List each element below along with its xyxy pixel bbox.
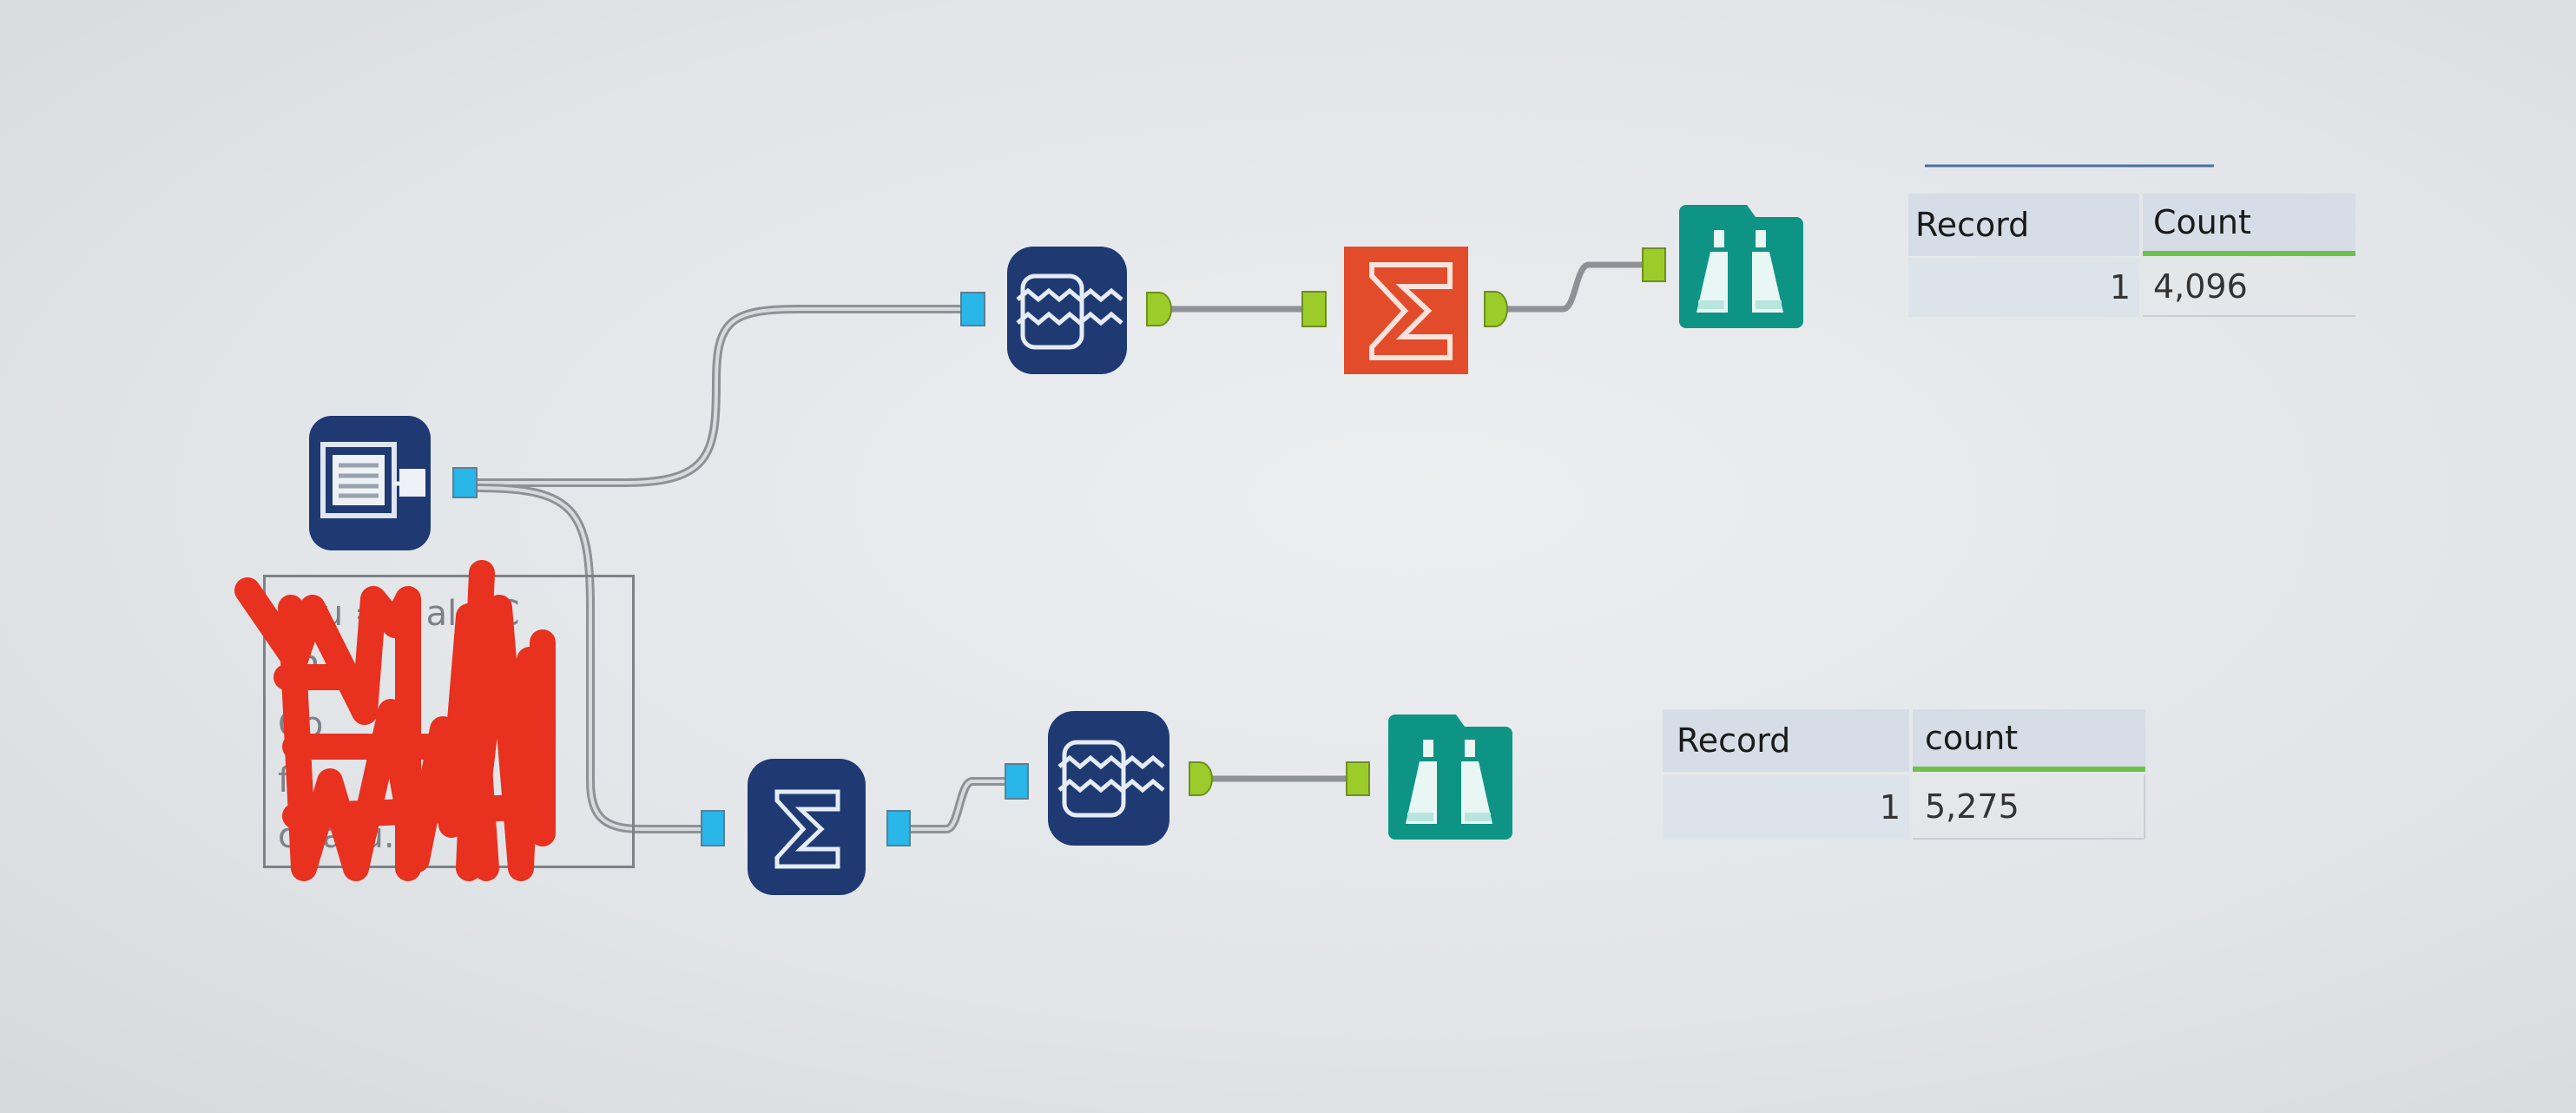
top-stream-output-anchor[interactable] — [1146, 292, 1172, 326]
summarize-indb-bottom-tool[interactable] — [748, 759, 866, 895]
connection-input-to-bottom-summarize[interactable] — [472, 484, 706, 833]
binoculars-icon — [1696, 230, 1783, 313]
data-stream-icon — [1057, 740, 1165, 818]
input-data-tool[interactable] — [309, 416, 431, 550]
connection-bottom-summarize-to-stream[interactable] — [906, 777, 1010, 833]
results-table-top: Record Count 1 4,096 — [1908, 194, 2355, 319]
bottom-summarize-output-anchor[interactable] — [886, 810, 911, 846]
count-value-cell: 5,275 — [1913, 775, 2145, 840]
top-stream-input-anchor[interactable] — [960, 292, 985, 326]
annotation-line: Co — [278, 705, 324, 745]
column-header-count[interactable]: count — [1913, 709, 2145, 772]
column-header-count[interactable]: Count — [2143, 194, 2355, 256]
results-table-bottom: Record count 1 5,275 — [1663, 709, 2145, 841]
column-header-record[interactable]: Record — [1908, 194, 2139, 256]
tool-annotation[interactable]: Sou =in ala_C LP Co f c rasu... — [263, 575, 635, 868]
sigma-icon — [774, 789, 840, 869]
record-number-cell: 1 — [1663, 775, 1909, 840]
input-data-icon — [320, 442, 425, 518]
data-stream-out-bottom-tool[interactable] — [1048, 711, 1169, 846]
data-stream-icon — [1016, 273, 1123, 350]
summarize-top-tool[interactable] — [1344, 247, 1468, 374]
annotation-line: f — [278, 761, 291, 800]
binoculars-icon — [1406, 740, 1492, 824]
input-data-output-anchor[interactable] — [452, 467, 478, 498]
bottom-browse-input-anchor[interactable] — [1346, 761, 1370, 796]
browse-bottom-tool[interactable] — [1388, 715, 1512, 840]
data-stream-out-top-tool[interactable] — [1007, 247, 1127, 374]
bottom-summarize-input-anchor[interactable] — [701, 810, 725, 846]
annotation-line: Sou =in ala_C — [278, 594, 520, 634]
sigma-icon — [1369, 262, 1453, 360]
browse-top-tool[interactable] — [1679, 205, 1803, 328]
annotation-line: LP — [278, 649, 319, 689]
bottom-stream-output-anchor[interactable] — [1189, 761, 1213, 796]
top-summarize-output-anchor[interactable] — [1484, 291, 1508, 327]
top-browse-input-anchor[interactable] — [1642, 247, 1666, 282]
connection-input-to-top-stream[interactable] — [472, 305, 967, 487]
record-number-cell: 1 — [1908, 258, 2139, 317]
bottom-stream-input-anchor[interactable] — [1005, 763, 1029, 800]
annotation-line: c rasu... — [278, 816, 417, 856]
connection-summarize-to-browse-top[interactable] — [1505, 261, 1646, 313]
count-value-cell: 4,096 — [2143, 258, 2355, 317]
column-header-record[interactable]: Record — [1663, 709, 1909, 772]
top-summarize-input-anchor[interactable] — [1301, 291, 1327, 327]
